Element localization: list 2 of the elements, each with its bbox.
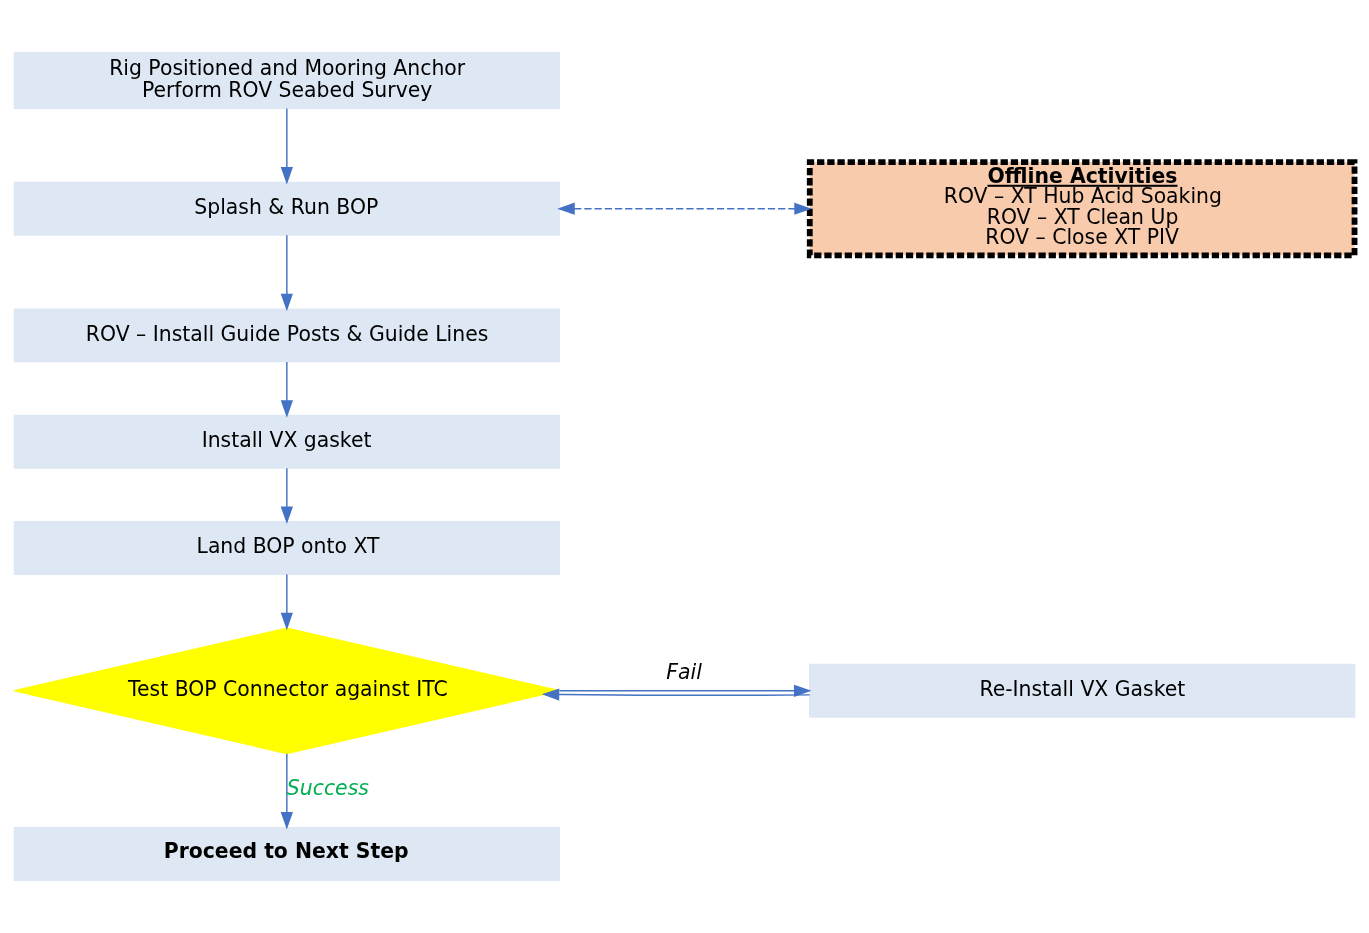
edge-label: Success (286, 775, 369, 800)
edge-label: Fail (666, 660, 702, 685)
